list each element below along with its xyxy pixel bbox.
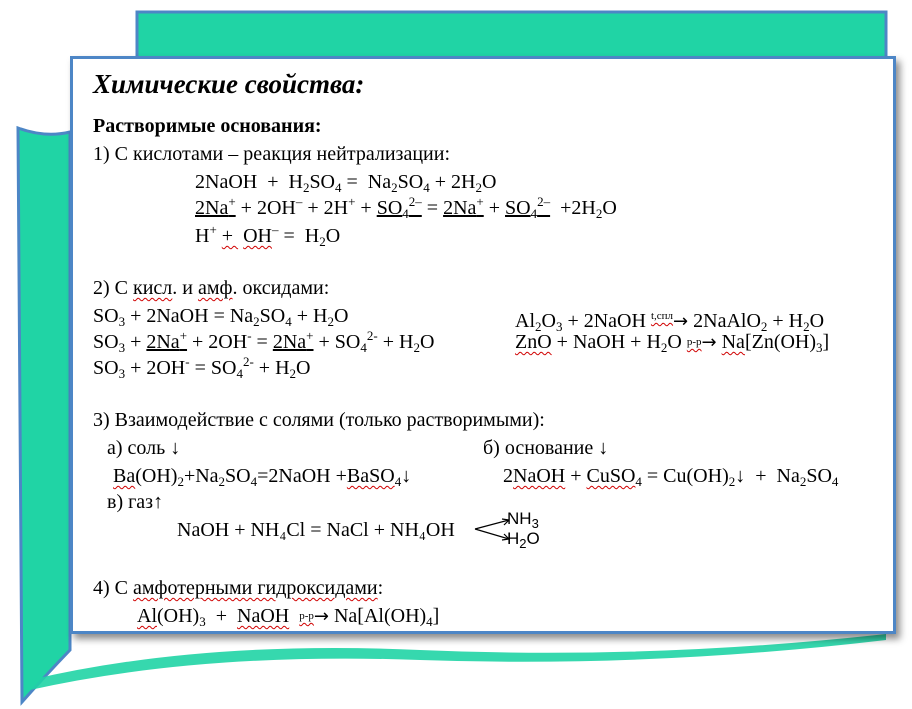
- s1-equation-ionic-short: H+ + OH– = H2O: [195, 222, 341, 249]
- s3-equation-salt: Ba(OH)2+Na2SO4=2NaOH +BaSO4↓: [113, 465, 412, 489]
- s3-label-base: б) основание ↓: [483, 437, 609, 459]
- section1-heading: 1) С кислотами – реакция нейтрализации:: [93, 143, 451, 165]
- s4-condition: р-р: [299, 610, 314, 622]
- product-h2o: H2O: [507, 529, 540, 551]
- section3-heading: 3) Взаимодействие с солями (только раств…: [93, 409, 545, 431]
- s2-left-eq1: SO3 + 2NaOH = Na2SO4 + H2O: [93, 305, 349, 329]
- section4-heading: 4) С амфотерными гидроксидами:: [93, 577, 384, 599]
- s4-equation: Al(OH)3 + NaOH р-р→ Na[Al(OH)4]: [137, 605, 440, 629]
- s3-equation-base: 2NaOH + CuSO4 = Cu(OH)2↓ + Na2SO4: [503, 465, 839, 489]
- content-card: Химические свойства: Растворимые основан…: [70, 56, 896, 634]
- s2-right-eq1: Al2O3 + 2NaOH t,спл→ 2NaAlO2 + H2O: [515, 310, 825, 334]
- product-nh3: NH3: [507, 509, 539, 531]
- s3-label-gas: в) газ↑: [107, 491, 164, 513]
- s3-label-salt: а) соль ↓: [107, 437, 181, 459]
- s3-equation-gas: NaOH + NH₄Cl = NaCl + NH₄OH: [177, 519, 455, 541]
- s2-right-eq2: ZnO + NaOH + H2O р-р→ Na[Zn(OH)3]: [515, 331, 830, 355]
- s1-equation-ionic-full: 2Na+ + 2OH– + 2H+ + SO42– = 2Na+ + SO42–…: [195, 194, 617, 221]
- s1-equation-molecular: 2NaOH + H2SO4 = Na2SO4 + 2H2O: [195, 171, 497, 195]
- condition-solution: р-р: [686, 336, 702, 348]
- soluble-bases-header: Растворимые основания:: [93, 115, 322, 137]
- bottom-wave: [30, 634, 886, 690]
- s2-left-eq3: SO3 + 2OH- = SO42- + H2O: [93, 354, 311, 381]
- back-teal-panel: [135, 10, 888, 60]
- condition-fusion: t,спл: [650, 310, 674, 322]
- slide-title: Химические свойства:: [93, 69, 365, 99]
- decomposition-arrows: [474, 518, 510, 541]
- section2-heading: 2) С кисл. и амф. оксидами:: [93, 277, 330, 299]
- left-ribbon: [16, 125, 72, 706]
- s2-left-eq2: SO3 + 2Na+ + 2OH- = 2Na+ + SO42- + H2O: [93, 328, 435, 355]
